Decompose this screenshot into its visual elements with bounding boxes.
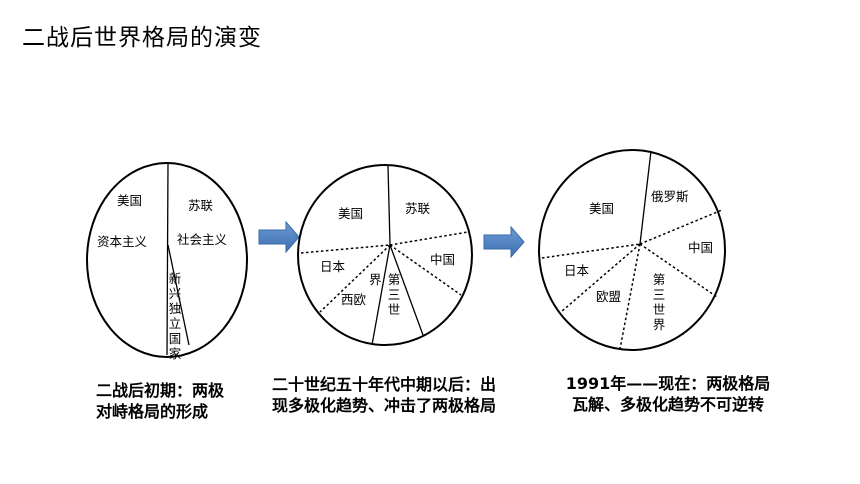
stage-2-third-divider [389, 244, 424, 336]
stage-2-third-world-label: 第三世 [388, 272, 401, 317]
stage-1-new-states-label-text: 新兴独立国家 [169, 271, 182, 361]
stage-2-circle [297, 164, 473, 346]
stage-2-su-china-divider [389, 231, 469, 246]
stage-3-caption-line-1: 1991年——现在：两极格局 [565, 374, 771, 393]
stage-1-caption: 二战后初期：两极 对峙格局的形成 [96, 380, 266, 422]
stage-2-china-label: 中国 [430, 252, 455, 267]
stage-2-japan-europe-divider [319, 244, 391, 313]
stage-2-caption-line-2: 现多极化趋势、冲击了两极格局 [272, 396, 497, 415]
stage-2-caption: 二十世纪五十年代中期以后：出 现多极化趋势、冲击了两极格局 [272, 374, 542, 416]
stage-2-jie-label: 界 [369, 272, 382, 287]
stage-3-third-world-label-text: 第三世界 [653, 272, 666, 332]
stage-1-new-states-border [167, 244, 190, 346]
stage-3-us-label: 美国 [589, 201, 614, 216]
stage-3-circle [538, 149, 726, 351]
stage-3-russia-label: 俄罗斯 [651, 189, 689, 204]
stage-1-pie: 美国 资本主义 苏联 社会主义 新兴独立国家 [86, 162, 248, 361]
stage-1-us-label: 美国 [117, 193, 142, 208]
stage-2-su-label: 苏联 [405, 201, 431, 216]
stage-3-pie: 美国 俄罗斯 中国 日本 欧盟 第三世界 [538, 149, 726, 351]
stage-2-caption-line-1: 二十世纪五十年代中期以后：出 [272, 375, 497, 394]
stage-1-caption-line-1: 二战后初期：两极 [96, 381, 225, 400]
stage-3-eu-label: 欧盟 [596, 289, 621, 304]
stage-2-europe-third-divider [371, 244, 391, 346]
stage-1-caption-line-2: 对峙格局的形成 [96, 402, 209, 421]
stage-3-third-world-label: 第三世界 [653, 272, 666, 332]
stage-2-us-su-divider [387, 165, 391, 246]
page-title: 二战后世界格局的演变 [22, 25, 262, 51]
stage-2-pie: 美国 苏联 日本 中国 西欧 界 第三世 [297, 164, 473, 346]
stage-2-third-world-label-text: 第三世 [388, 272, 401, 317]
stage-1-su-label: 苏联 [188, 198, 214, 213]
stage-1-divider [166, 162, 169, 356]
stage-1-new-states-label: 新兴独立国家 [169, 271, 182, 361]
stage-1-capitalism-label: 资本主义 [97, 234, 148, 249]
stage-3-us-japan-divider [541, 243, 641, 259]
stage-3-caption-line-2: 瓦解、多极化趋势不可逆转 [571, 395, 764, 414]
stage-3-china-label: 中国 [688, 240, 713, 255]
stage-3-japan-label: 日本 [564, 263, 590, 278]
arrow-stage-1-to-2 [258, 220, 300, 254]
stage-3-us-russia-divider [639, 150, 652, 245]
arrow-stage-2-to-3 [483, 225, 525, 259]
stage-3-china-third-divider [639, 243, 718, 298]
stage-2-china-third-divider [389, 244, 462, 296]
stage-3-japan-eu-divider [560, 243, 641, 313]
stage-1-socialism-label: 社会主义 [177, 232, 228, 247]
stage-2-us-label: 美国 [338, 206, 363, 221]
stage-2-western-europe-label: 西欧 [341, 292, 367, 307]
stage-3-caption: 1991年——现在：两极格局 瓦解、多极化趋势不可逆转 [548, 373, 788, 415]
stage-2-japan-label: 日本 [320, 259, 346, 274]
